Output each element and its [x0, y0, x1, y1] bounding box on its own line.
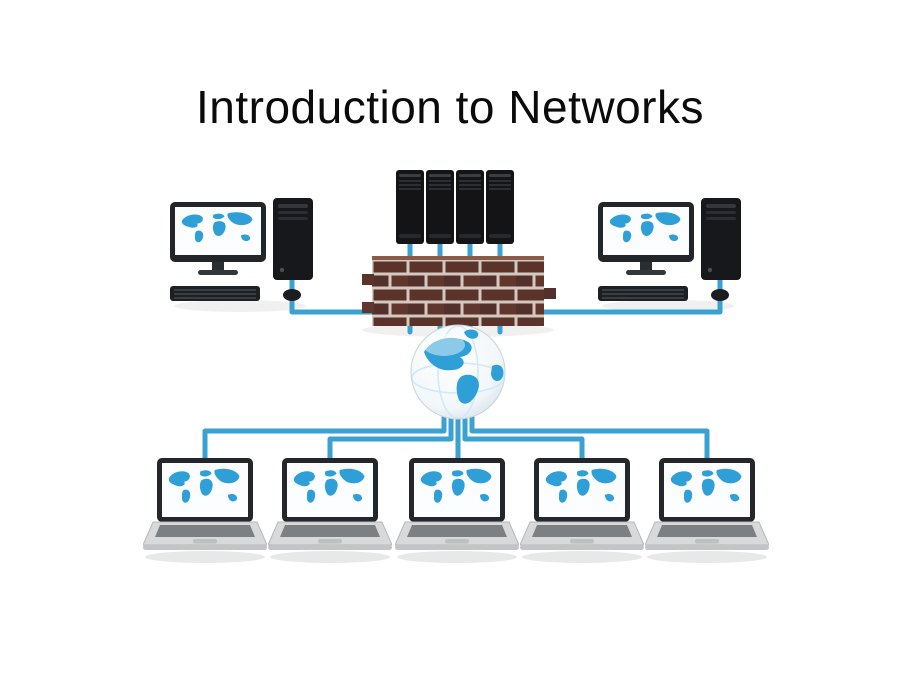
- laptop-4: [520, 458, 644, 550]
- internet-globe: [410, 324, 506, 420]
- firewall-top-edge: [372, 256, 544, 262]
- firewall-brick-ledge: [362, 302, 374, 313]
- firewall-brick-ledge: [544, 288, 556, 299]
- slide-title: Introduction to Networks: [195, 81, 704, 133]
- server-tower-3: [456, 170, 484, 244]
- server-tower-2: [426, 170, 454, 244]
- server-rack: [396, 170, 514, 244]
- laptop-3: [395, 458, 519, 550]
- laptop-1: [143, 458, 267, 550]
- laptop-2: [268, 458, 392, 550]
- globe-map: [411, 325, 505, 419]
- laptop-5: [645, 458, 769, 550]
- device-shadows: [145, 300, 767, 563]
- server-tower-4: [486, 170, 514, 244]
- server-tower-1: [396, 170, 424, 244]
- globe-highlight: [423, 334, 465, 356]
- firewall-bricks: [372, 260, 544, 326]
- firewall-brick-ledge: [362, 274, 374, 285]
- firewall-brick-wall: [362, 256, 556, 326]
